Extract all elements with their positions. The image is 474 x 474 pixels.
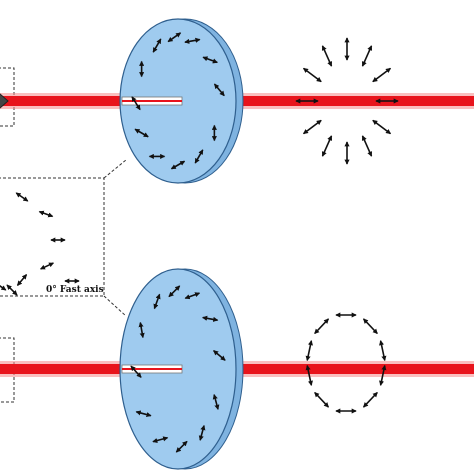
inset-connector-bottom [103,295,127,317]
bottom-plate-arrow-6 [212,393,220,410]
bottom-plate-arrow-2 [168,285,181,298]
inset-arrow-6 [6,284,18,296]
radial-output-arrow-8 [302,119,322,135]
inset-arrow-5 [0,281,7,291]
top-plate-arrow-8 [170,160,186,170]
bottom-wave-plate [119,268,244,470]
top-plate-arrow-2 [167,32,182,43]
radial-output-arrow-10 [302,67,322,83]
radial-output-arrow-7 [321,135,333,157]
inset-arrow-3 [39,262,55,270]
wave-plates [119,18,244,470]
source-diamond-icon [0,93,9,109]
radial-output-arrow-4 [372,119,392,135]
radial-output-arrow-2 [372,67,392,83]
top-plate-arrow-1 [152,38,162,53]
radial-output-arrow-5 [361,135,373,157]
top-plate-arrow-11 [131,96,141,111]
bottom-plate-arrow-7 [198,424,206,441]
bottom-plate-arrow-1 [153,293,161,310]
azimuthal-output-arrow-7 [305,364,313,386]
azimuthal-output-arrow-8 [305,340,313,362]
top-plate-arrow-10 [134,128,149,138]
polarization-arrows [0,32,399,453]
bottom-plate-arrow-8 [175,440,188,453]
top-plate-arrow-4 [202,56,218,64]
inset-arrow-1 [38,210,54,218]
inset-connector-top [103,159,127,179]
top-plate-arrow-5 [213,83,225,97]
radial-output-arrow-1 [361,45,373,67]
bottom-plate-arrow-3 [184,292,201,300]
azimuthal-output-arrow-9 [314,318,330,335]
radial-output-arrow-11 [321,45,333,67]
inset-box [0,177,105,297]
bottom-plate-arrow-10 [135,410,152,418]
dashed-frames [0,67,127,403]
azimuthal-output-arrow-6 [314,391,330,408]
bottom-plate-arrow-5 [213,350,226,361]
bottom-plate-arrow-11 [130,365,142,378]
fast-axis-label: 0° Fast axis [46,285,104,295]
inset-arrow-4 [16,274,28,286]
top-plate-arrow-3 [184,37,201,44]
azimuthal-output-arrow-2 [379,340,387,362]
bottom-plate-arrow-4 [202,315,219,322]
azimuthal-output-arrow-1 [362,318,378,335]
azimuthal-output-arrow-3 [379,364,387,386]
top-wave-plate [119,18,244,184]
bottom-plate-arrow-9 [152,436,169,443]
top-plate-arrow-7 [194,149,204,164]
inset-arrow-0 [15,192,29,202]
azimuthal-output-arrow-4 [362,391,378,408]
bottom-plate-arrow-0 [138,321,145,339]
